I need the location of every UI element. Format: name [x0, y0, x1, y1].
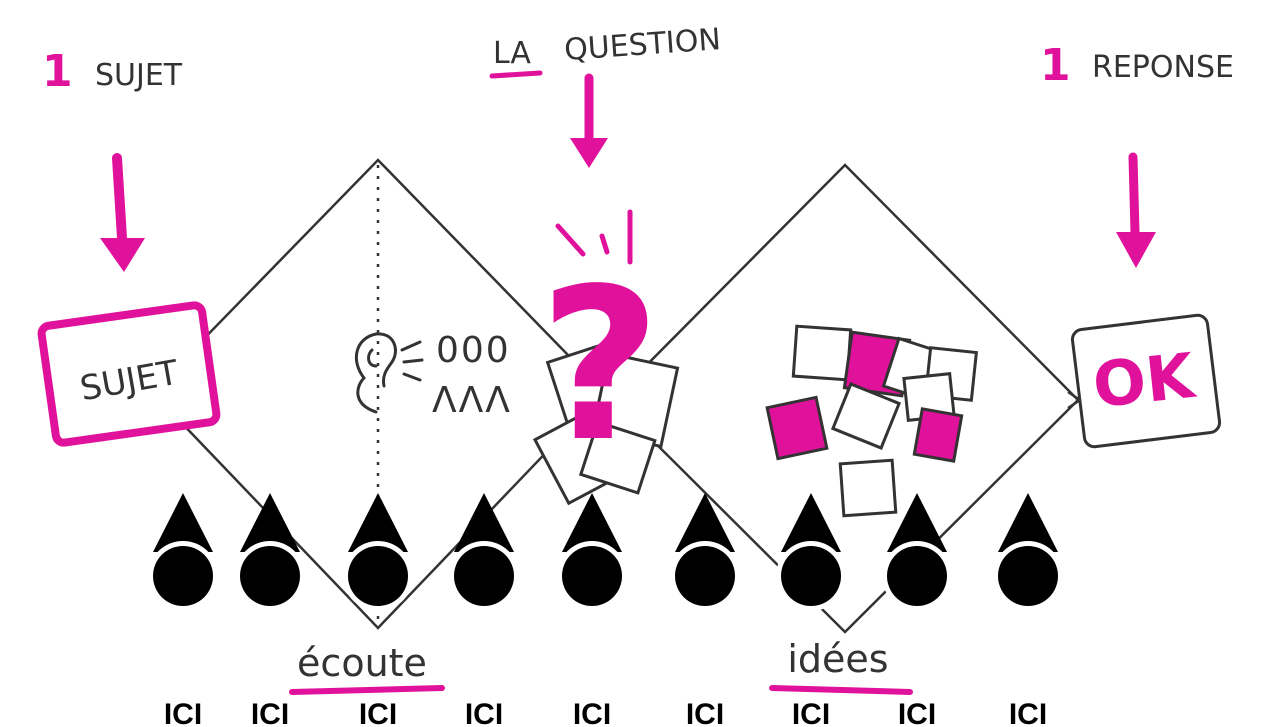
marker-dot-icon	[887, 546, 947, 606]
question-word: QUESTION	[563, 22, 722, 68]
marker-triangle-icon	[240, 493, 300, 552]
question-mark: ?	[539, 243, 661, 488]
ecoute-underline	[289, 685, 445, 695]
marker-2: ICI	[235, 493, 305, 727]
marker-dot-icon	[153, 546, 213, 606]
marker-label: ICI	[164, 698, 202, 727]
ecoute-label: écoute	[297, 641, 427, 685]
marker-4: ICI	[449, 493, 519, 727]
arrow-down-sujet-icon	[100, 153, 145, 272]
question-emphasis-strokes	[555, 209, 633, 265]
marker-6: ICI	[670, 493, 740, 727]
marker-7: ICI	[776, 493, 846, 727]
marker-dot-icon	[348, 546, 408, 606]
marker-triangle-icon	[998, 493, 1058, 552]
reponse-number: 1	[1040, 40, 1071, 91]
question-papers-icon	[532, 339, 680, 506]
ear-sounds-row2: ΛΛΛ	[432, 380, 512, 421]
question-prefix: LA	[493, 36, 531, 71]
idees-underline	[769, 685, 913, 695]
ok-box	[1070, 313, 1222, 449]
diamond-right	[610, 163, 1080, 634]
marker-triangle-icon	[153, 493, 213, 552]
marker-label: ICI	[359, 698, 397, 727]
diamond-left	[150, 158, 606, 630]
marker-triangle-icon	[348, 493, 408, 552]
marker-triangle-icon	[675, 493, 735, 552]
marker-triangle-icon	[887, 493, 947, 552]
arrow-down-reponse-icon	[1116, 152, 1156, 268]
marker-triangle-icon	[454, 493, 514, 552]
marker-5: ICI	[557, 493, 627, 727]
marker-dot-icon	[998, 546, 1058, 606]
marker-dot-icon	[781, 546, 841, 606]
marker-label: ICI	[898, 698, 936, 727]
ear-sounds-row1: 000	[436, 330, 511, 371]
question-prefix-underline	[489, 70, 543, 79]
marker-label: ICI	[573, 698, 611, 727]
marker-triangle-icon	[562, 493, 622, 552]
marker-dot-icon	[562, 546, 622, 606]
marker-3: ICI	[343, 493, 413, 727]
sujet-box	[37, 301, 221, 447]
sujet-top-label: SUJET	[95, 58, 183, 93]
ear-icon	[354, 332, 424, 414]
marker-dot-icon	[675, 546, 735, 606]
marker-dot-icon	[240, 546, 300, 606]
marker-dot-icon	[454, 546, 514, 606]
ideas-notes-icon	[765, 324, 979, 518]
marker-label: ICI	[465, 698, 503, 727]
marker-label: ICI	[1009, 698, 1047, 727]
position-markers: ICI ICI ICI ICI ICI ICI ICI ICI ICI	[148, 493, 1063, 727]
marker-label: ICI	[686, 698, 724, 727]
marker-8: ICI	[882, 493, 952, 727]
marker-1: ICI	[148, 493, 218, 727]
arrow-down-question-icon	[570, 73, 608, 168]
marker-triangle-icon	[781, 493, 841, 552]
marker-label: ICI	[792, 698, 830, 727]
ok-box-label: OK	[1090, 339, 1200, 422]
idees-label: idées	[787, 637, 888, 681]
marker-label: ICI	[251, 698, 289, 727]
marker-9: ICI	[993, 493, 1063, 727]
reponse-label: REPONSE	[1092, 50, 1234, 85]
sujet-top-number: 1	[42, 46, 73, 97]
